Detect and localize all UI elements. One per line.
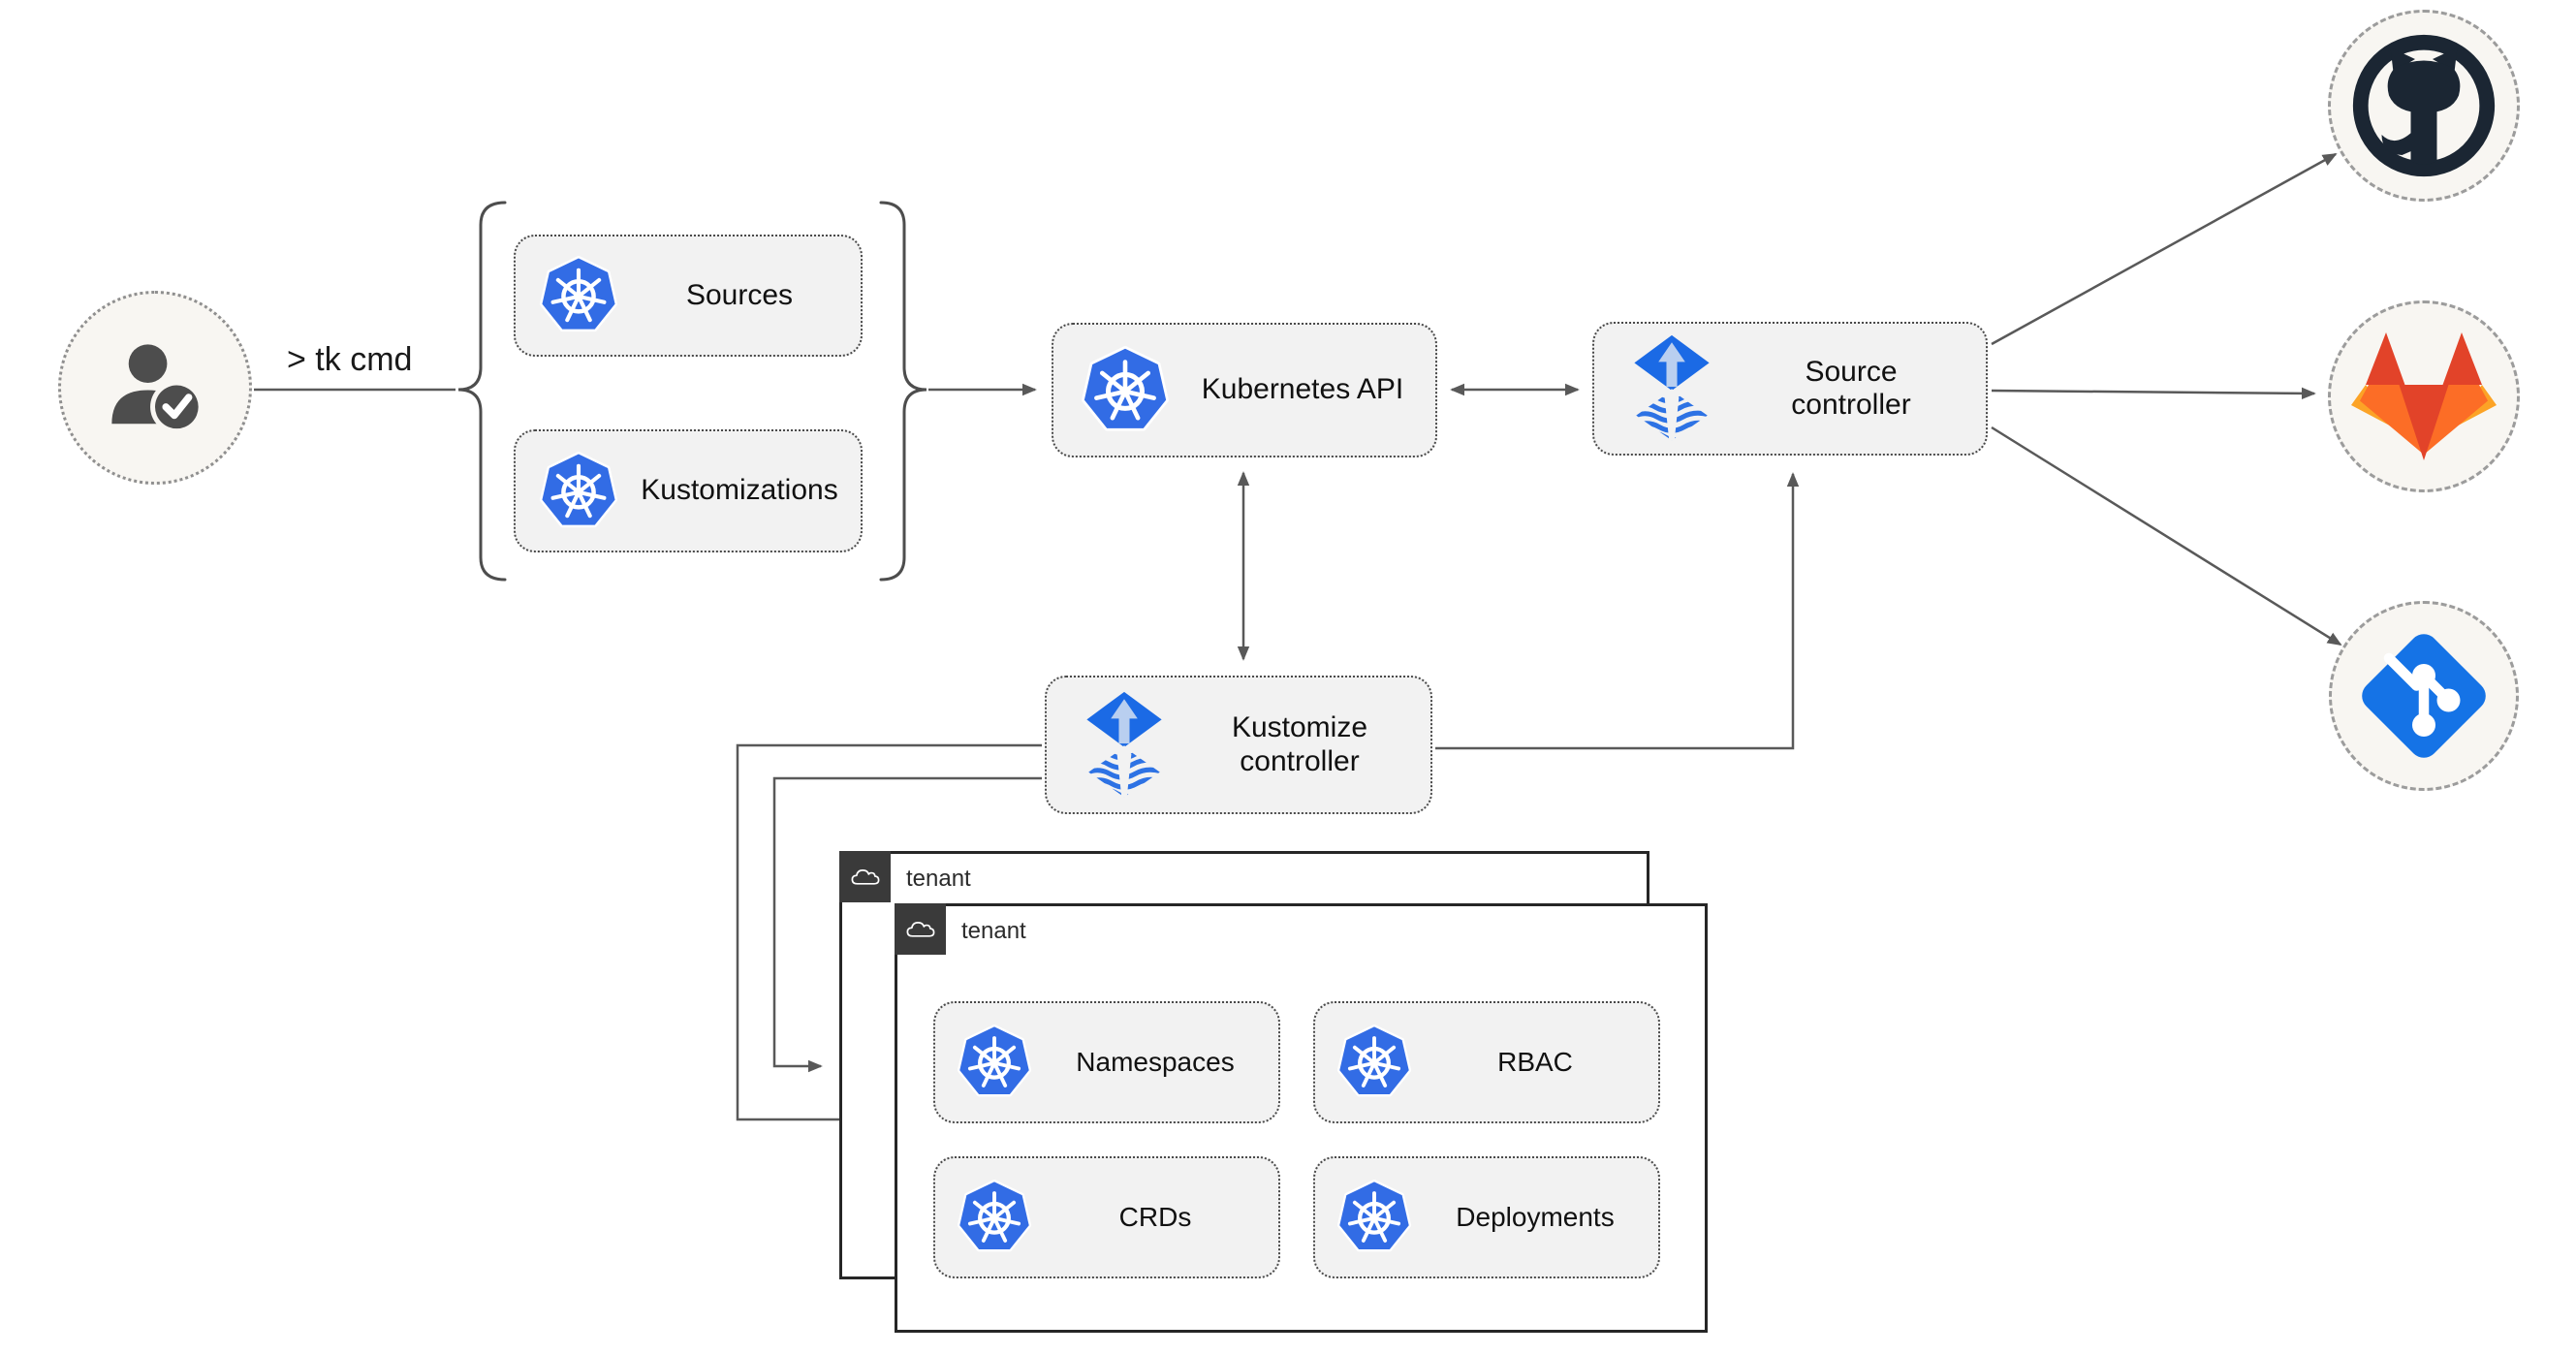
- kustomize-controller-box: Kustomize controller: [1045, 676, 1432, 814]
- source-controller-box: Source controller: [1592, 322, 1988, 456]
- gitlab-icon: [2351, 330, 2497, 463]
- cloud-icon: [904, 918, 937, 941]
- git-repo-circle: [2329, 601, 2519, 791]
- deployments-box: Deployments: [1313, 1156, 1660, 1278]
- source-controller-line2: controller: [1791, 389, 1911, 421]
- tenant-box-front: tenant Namespaces RBAC CRDs Deployments: [895, 903, 1708, 1333]
- connector-kustomize-to-tenant-back: [772, 776, 1042, 1073]
- deployments-label: Deployments: [1456, 1201, 1615, 1232]
- gitlab-repo-circle: [2328, 300, 2520, 492]
- user-avatar: [58, 291, 252, 485]
- flux-icon: [1627, 333, 1716, 444]
- kubernetes-icon: [1081, 346, 1170, 435]
- connector-source-to-github: [1991, 152, 2338, 346]
- connector-source-to-git: [1991, 425, 2342, 646]
- tenant-header: [895, 903, 946, 955]
- kubernetes-icon: [957, 1024, 1032, 1100]
- connector-source-to-gitlab: [1991, 387, 2316, 400]
- sources-box: Sources: [514, 235, 863, 357]
- kustomize-controller-line1: Kustomize: [1231, 711, 1368, 743]
- kubernetes-icon: [1336, 1180, 1412, 1255]
- brace-left: [457, 201, 507, 582]
- github-icon: [2351, 33, 2497, 178]
- person-check-icon: [95, 328, 215, 448]
- source-controller-line1: Source: [1805, 355, 1898, 388]
- connector-kustomize-to-source: [1435, 472, 1800, 750]
- crds-label: CRDs: [1118, 1201, 1192, 1232]
- kubernetes-api-label: Kubernetes API: [1201, 373, 1404, 406]
- tk-cmd-label: > tk cmd: [287, 341, 413, 378]
- kubernetes-icon: [539, 256, 618, 335]
- tenant-label: tenant: [961, 918, 1026, 944]
- namespaces-box: Namespaces: [933, 1001, 1280, 1123]
- kustomize-controller-line2: controller: [1240, 744, 1360, 777]
- rbac-box: RBAC: [1313, 1001, 1660, 1123]
- connector-kustomize-to-tenant-front: [736, 743, 1042, 1126]
- namespaces-label: Namespaces: [1076, 1046, 1235, 1077]
- sources-label: Sources: [685, 278, 794, 311]
- flux-icon: [1080, 690, 1169, 801]
- github-repo-circle: [2328, 10, 2520, 202]
- kubernetes-icon: [1336, 1024, 1412, 1100]
- kubernetes-api-box: Kubernetes API: [1052, 323, 1437, 457]
- kustomize-controller-label: Kustomize controller: [1169, 711, 1430, 778]
- tenant-header: [839, 851, 891, 902]
- git-icon: [2351, 623, 2497, 769]
- kustomizations-label: Kustomizations: [641, 474, 838, 507]
- rbac-label: RBAC: [1497, 1046, 1573, 1077]
- kustomizations-box: Kustomizations: [514, 429, 863, 552]
- brace-right: [879, 201, 927, 582]
- kubernetes-icon: [957, 1180, 1032, 1255]
- cloud-icon: [849, 866, 882, 889]
- crds-box: CRDs: [933, 1156, 1280, 1278]
- kubernetes-icon: [539, 452, 618, 531]
- tenant-label: tenant: [906, 866, 971, 892]
- source-controller-label: Source controller: [1716, 356, 1986, 423]
